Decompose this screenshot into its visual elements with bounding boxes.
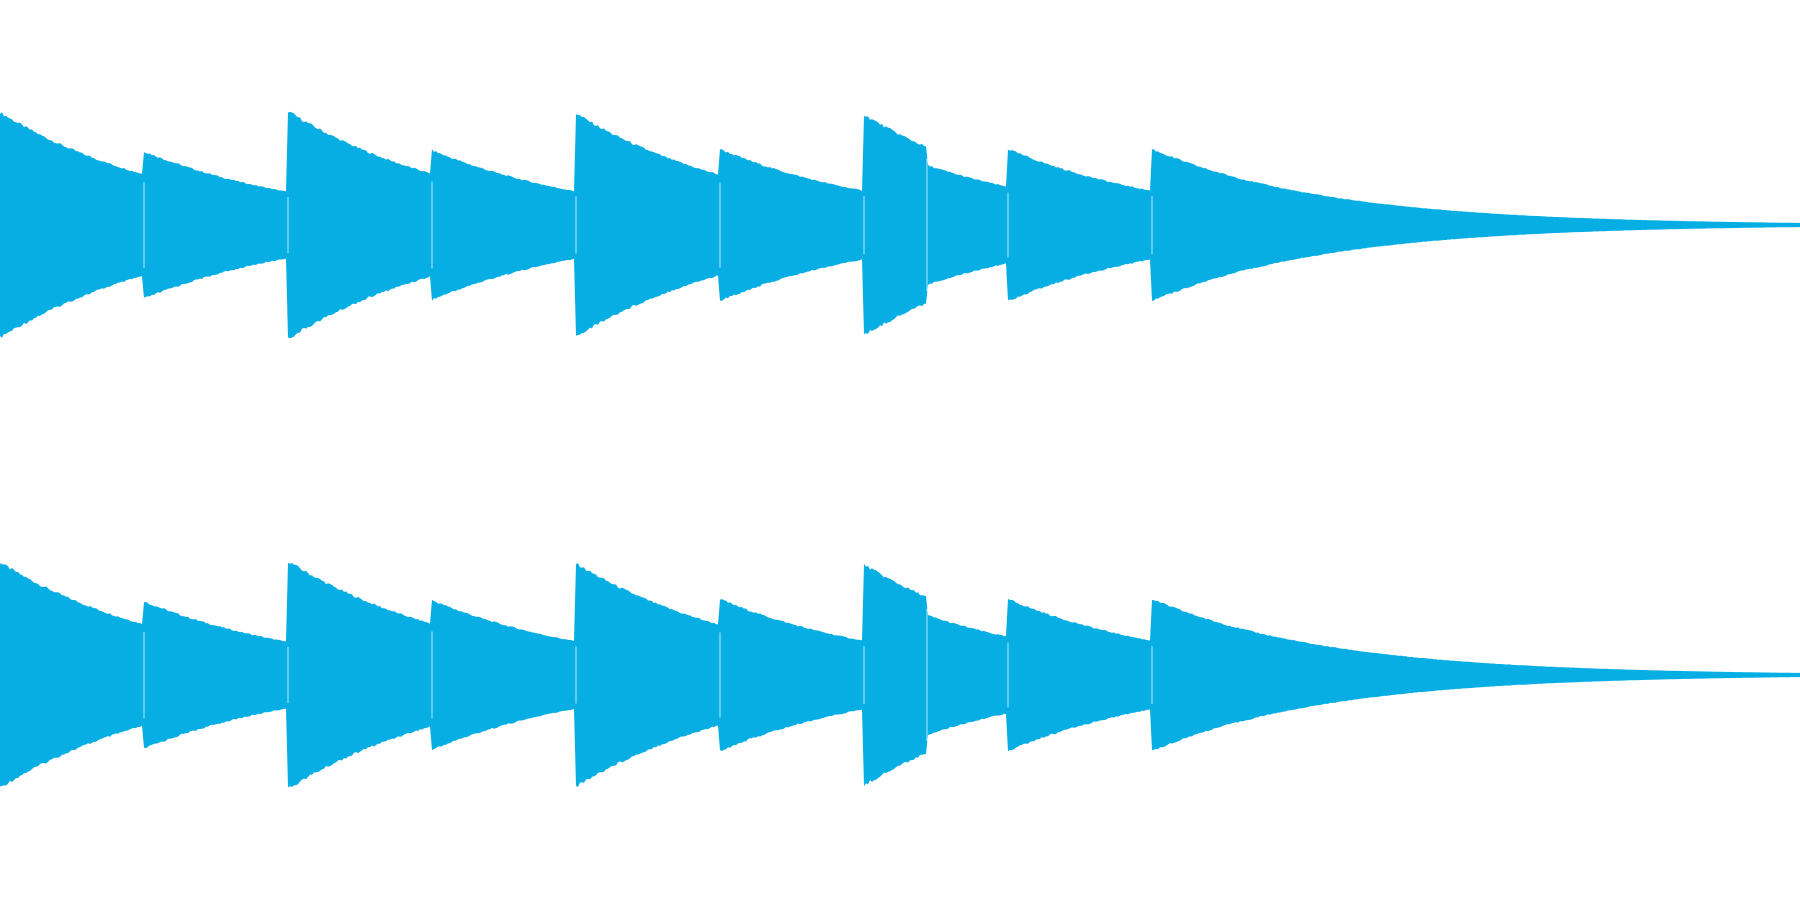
channel-right <box>0 562 1800 788</box>
channel-left <box>0 111 1800 339</box>
